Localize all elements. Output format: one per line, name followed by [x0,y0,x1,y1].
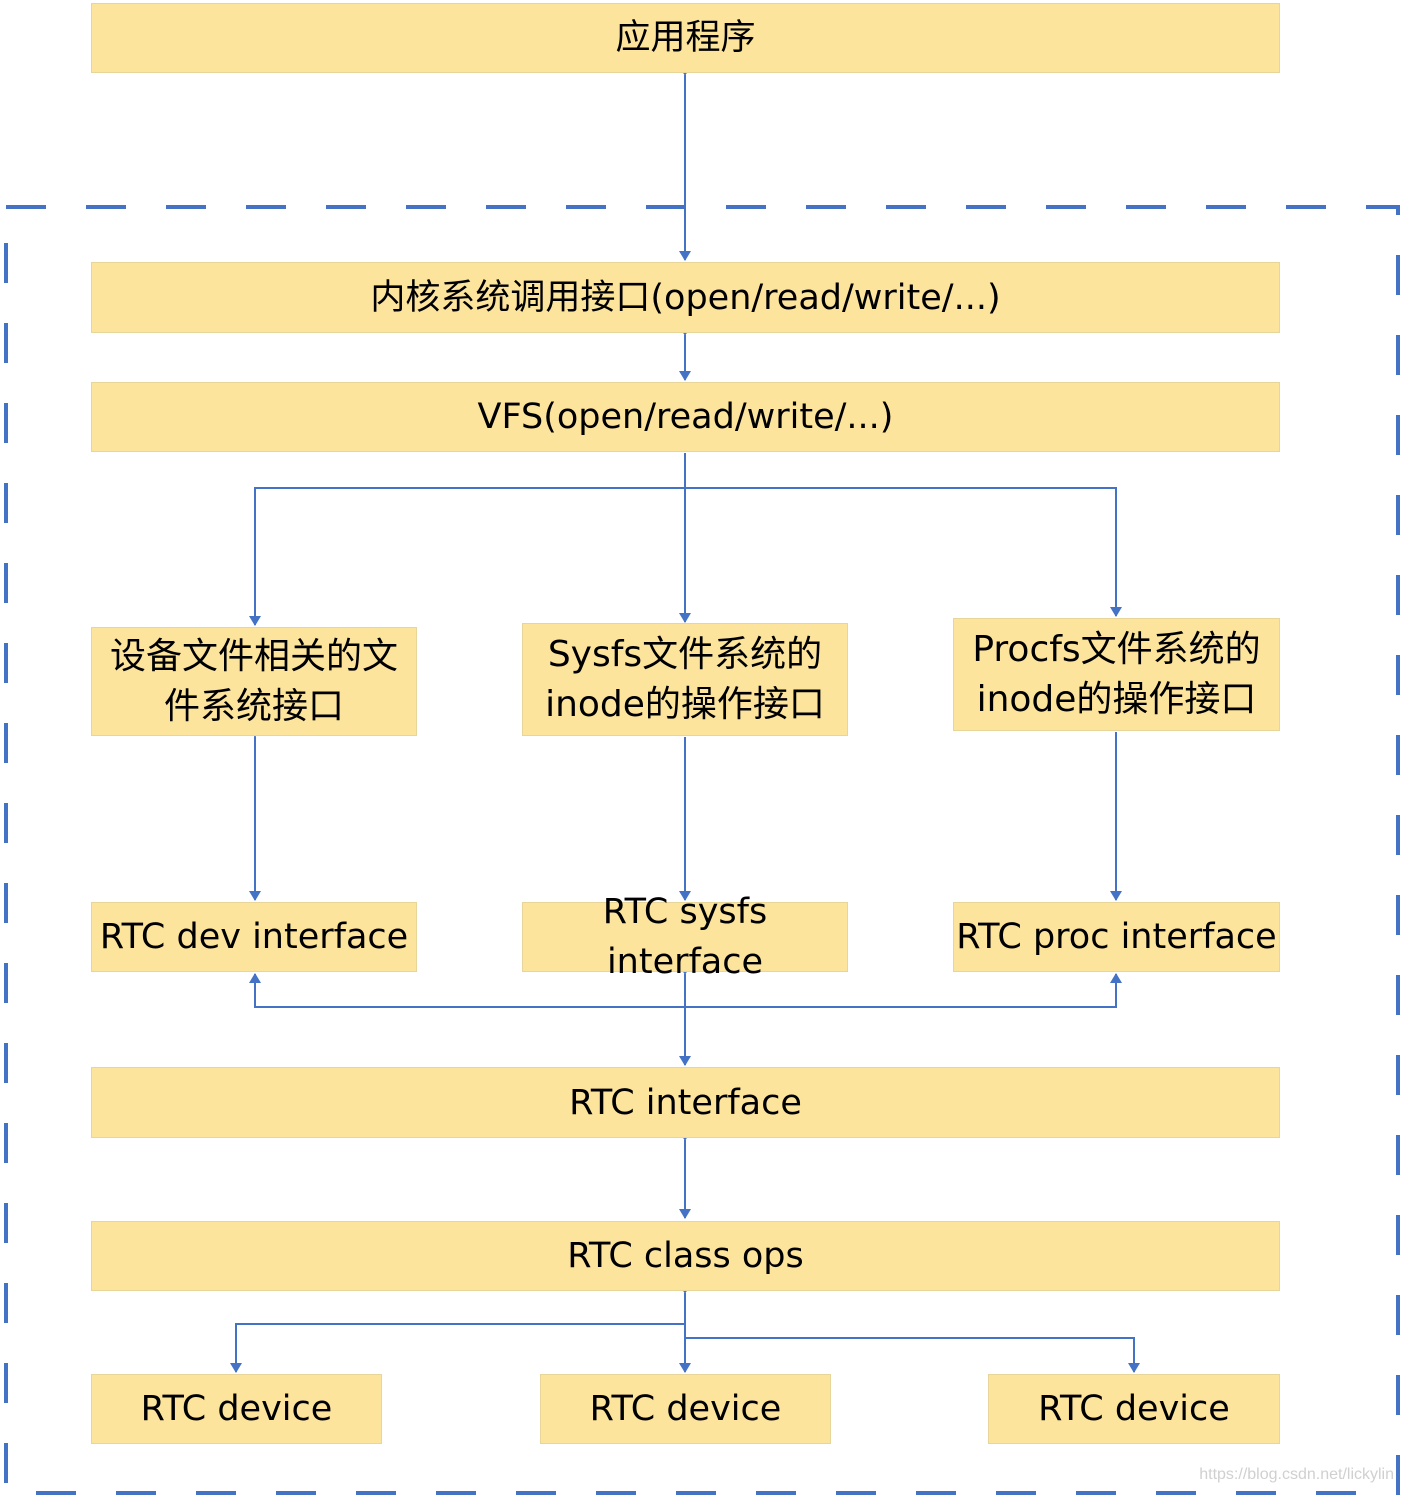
box-rtc-interface-label: RTC interface [569,1082,802,1123]
kernel-boundary [4,205,1400,1495]
arrow-classops-device3 [685,1337,1140,1373]
box-rtc-device-3: RTC device [988,1374,1280,1444]
arrow-vfs-procfs [685,487,1122,617]
box-rtc-dev-label: RTC dev interface [99,917,409,957]
arrow-classops-device1 [230,1323,685,1373]
box-rtc-sysfs-label: RTC sysfs interface [602,892,768,982]
box-sysfs-interface: Sysfs文件系统的 inode的操作接口 [522,623,848,736]
box-rtc-proc-interface: RTC proc interface [953,902,1280,972]
box-rtc-dev-interface: RTC dev interface [91,902,417,972]
box-sysfs-line2: inode的操作接口 [545,683,825,725]
box-rtc-class-ops-label: RTC class ops [567,1236,804,1276]
box-rtc-proc-label: RTC proc interface [956,917,1277,957]
box-devfs-line2: 件系统接口 [163,685,344,727]
box-rtc-class-ops: RTC class ops [91,1221,1280,1291]
box-rtc-device-2-label: RTC device [589,1389,782,1429]
box-vfs-label: VFS(open/read/write/...) [477,397,894,437]
box-syscall-label: 内核系统调用接口(open/read/write/...) [370,277,1001,318]
watermark-text: https://blog.csdn.net/lickylin [1199,1466,1394,1483]
box-procfs-interface: Procfs文件系统的 inode的操作接口 [953,618,1280,731]
box-devfs-interface: 设备文件相关的文 件系统接口 [91,627,417,736]
box-application: 应用程序 [91,3,1280,73]
arrow-vfs-devfs [249,487,685,626]
box-application-label: 应用程序 [615,18,756,58]
box-rtc-interface: RTC interface [91,1067,1280,1138]
box-sysfs-line1: Sysfs文件系统的 [547,633,823,675]
box-rtc-sysfs-interface: RTC sysfs interface [522,892,848,982]
box-syscall-interface: 内核系统调用接口(open/read/write/...) [91,262,1280,333]
box-rtc-device-1-label: RTC device [140,1389,333,1429]
box-rtc-device-3-label: RTC device [1038,1389,1230,1429]
box-rtc-device-2: RTC device [540,1374,831,1444]
box-procfs-line1: Procfs文件系统的 [972,628,1261,670]
box-procfs-line2: inode的操作接口 [976,678,1257,720]
box-rtc-device-1: RTC device [91,1374,382,1444]
box-vfs: VFS(open/read/write/...) [91,382,1280,452]
box-devfs-line1: 设备文件相关的文 [109,635,398,677]
